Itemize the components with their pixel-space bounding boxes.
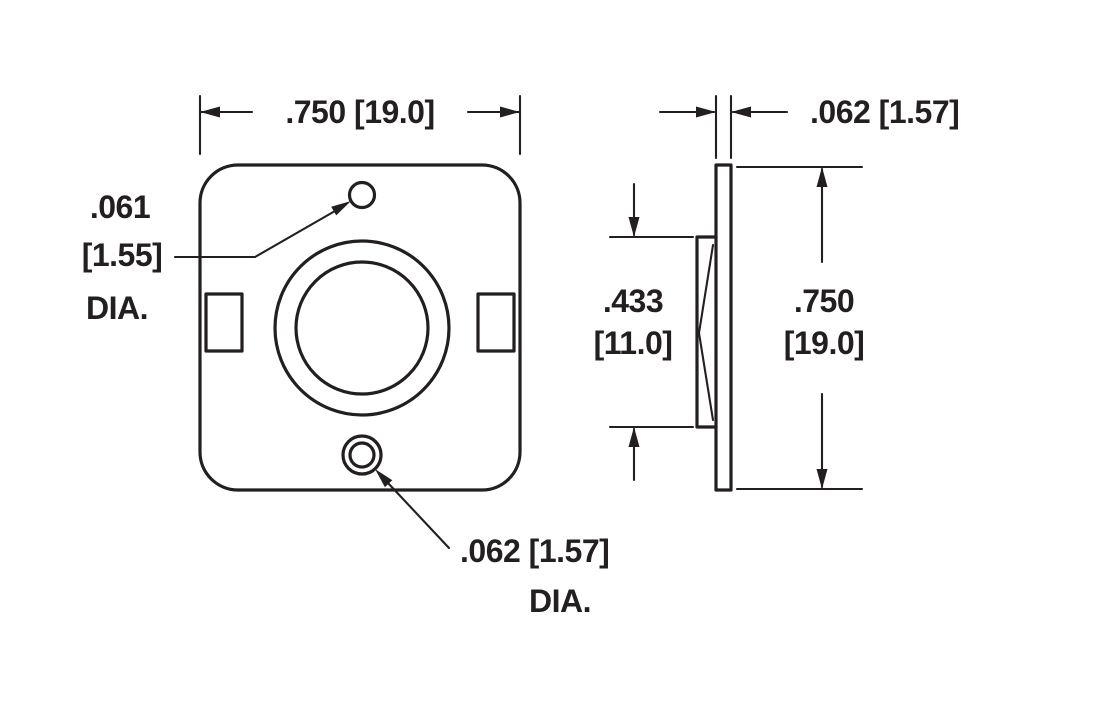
leader-line [386,481,451,550]
side-thickness-value: .062 [1.57] [810,94,959,130]
top-hole-dim-inch: .061 [90,189,150,225]
arrowhead-down-icon [816,469,828,489]
top-mounting-hole [347,180,377,210]
dim-side-thickness: .062 [1.57] [658,94,960,160]
arrowhead-up-icon [628,427,640,447]
top-hole-dim-mm: [1.55] [82,237,163,273]
body-height-inch: .433 [603,283,663,319]
bottom-hole-dim-value: .062 [1.57] [460,533,609,569]
dim-side-overall-height: .750 [19.0] [735,165,865,491]
bottom-mounting-hole-outer [341,434,383,476]
arrowhead-right-icon [500,106,520,118]
arrowhead-up-icon [816,167,828,187]
front-view-outline [198,163,522,492]
dim-side-body-height: .433 [11.0] [594,182,695,482]
center-hole-inner-ring [294,260,430,396]
arrowhead-left-icon [731,106,751,118]
side-view-spring-clip [697,243,715,422]
leader-line [253,209,337,259]
body-height-mm: [11.0] [594,325,673,361]
center-hole-outer-ring [273,239,451,417]
right-side-notch [476,292,516,353]
label-top-hole: .061 [1.55] DIA. [82,189,351,326]
arrowhead-left-icon [200,106,220,118]
overall-height-inch: .750 [794,283,854,319]
leader-arrowhead-icon [331,201,351,216]
arrowhead-right-icon [696,106,716,118]
front-width-value: .750 [19.0] [285,94,434,130]
arrowhead-down-icon [628,217,640,237]
top-hole-dia-label: DIA. [86,290,148,326]
side-view-flange [714,163,733,492]
bottom-hole-dia-label: DIA. [529,583,591,619]
overall-height-mm: [19.0] [784,325,865,361]
dim-front-width: .750 [19.0] [198,94,522,156]
label-bottom-hole: .062 [1.57] DIA. [375,469,610,619]
side-view-body [695,235,718,429]
side-view [695,163,733,492]
bottom-mounting-hole-inner [348,441,376,469]
front-view [198,163,522,492]
left-side-notch [204,292,244,353]
